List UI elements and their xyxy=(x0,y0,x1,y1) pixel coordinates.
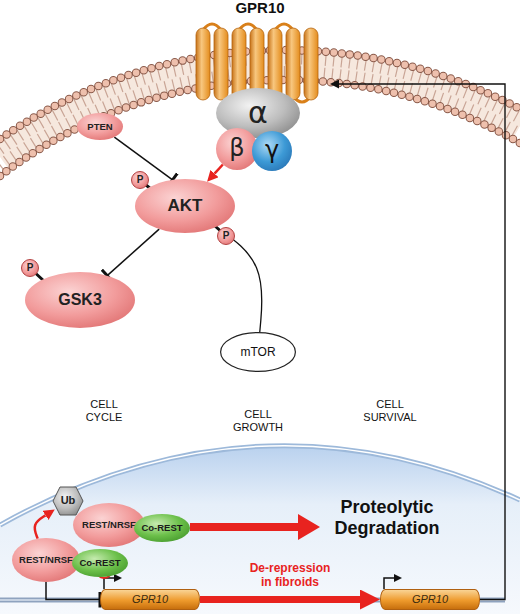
g-beta-subunit-label: β xyxy=(229,136,244,161)
repression-line xyxy=(46,582,100,600)
helix xyxy=(304,28,318,100)
phospho-circle-text: P xyxy=(21,259,39,277)
gene-box-text: GPR10 xyxy=(101,590,199,609)
corest-protein-shape xyxy=(134,514,190,542)
mtor-protein-shape xyxy=(221,333,296,372)
helix xyxy=(196,28,210,100)
akt-protein-label: AKT xyxy=(168,197,203,215)
rest-protein-label: REST/NRSF xyxy=(82,520,136,530)
gene-box: GPR10 xyxy=(100,589,200,610)
g-gamma-subunit-text: γ xyxy=(252,131,292,171)
outcome-label: Proteolytic Degradation xyxy=(322,497,452,538)
rest-protein-shape xyxy=(73,503,145,547)
pten-protein-text: PTEN xyxy=(77,113,123,140)
phospho-circle-label: P xyxy=(27,263,34,274)
nucleus xyxy=(0,446,520,614)
corest-protein-label: Co-REST xyxy=(79,558,120,568)
pten-protein-label: PTEN xyxy=(87,122,112,132)
g-alpha-subunit-label: α xyxy=(248,97,268,129)
degradation-arrowhead xyxy=(298,514,320,540)
ubiquitin-hexagon: Ub xyxy=(52,486,84,516)
process-label: CELL SURVIVAL xyxy=(352,398,428,423)
corest-protein: Co-REST xyxy=(134,514,190,542)
phospho-circle-label: P xyxy=(223,231,230,242)
inhibition-line xyxy=(107,229,159,276)
helix xyxy=(286,28,300,100)
rest-protein-text: REST/NRSF xyxy=(12,538,80,582)
gene-box: GPR10 xyxy=(380,589,480,610)
corest-protein-text: Co-REST xyxy=(72,549,128,577)
akt-protein-text: AKT xyxy=(135,179,235,233)
promoter-arrow xyxy=(104,578,114,589)
gsk3-protein-text: GSK3 xyxy=(25,272,135,328)
pten-protein: PTEN xyxy=(77,113,123,140)
g-beta-subunit: β xyxy=(216,128,258,170)
ubiquitin-hexagon-shape xyxy=(53,487,83,515)
g-gamma-subunit-label: γ xyxy=(265,138,279,163)
pten-protein-shape xyxy=(77,113,123,140)
inhibition-line xyxy=(114,137,172,180)
akt-protein: AKT xyxy=(135,179,235,233)
gene-box-text: GPR10 xyxy=(381,590,479,609)
phospho-circle-text: P xyxy=(217,227,235,245)
rest-protein-shape xyxy=(12,538,80,582)
rest-protein: REST/NRSF xyxy=(12,538,80,582)
mtor-protein-text: mTOR xyxy=(220,332,296,372)
g-beta-subunit-shape xyxy=(216,128,258,170)
g-beta-subunit-text: β xyxy=(216,128,258,170)
promoter-arrow xyxy=(384,578,394,589)
process-label: CELL GROWTH xyxy=(222,408,294,433)
phospho-circle-label: P xyxy=(137,175,144,186)
degradation-arrow xyxy=(190,523,300,531)
gene-box-label: GPR10 xyxy=(412,594,448,606)
mtor-protein-label: mTOR xyxy=(240,346,275,359)
phospho-circle: P xyxy=(21,259,39,277)
activation-arrow xyxy=(215,165,223,174)
corest-protein: Co-REST xyxy=(72,549,128,577)
receptor-label: GPR10 xyxy=(235,0,284,16)
gene-box-label: GPR10 xyxy=(132,594,168,606)
phospho-circle-shape xyxy=(22,260,39,277)
akt-protein-shape xyxy=(135,179,235,233)
mtor-protein: mTOR xyxy=(220,332,296,372)
extracellular-loop xyxy=(203,24,293,30)
nuclear-envelope xyxy=(0,446,520,525)
rest-protein-text: REST/NRSF xyxy=(73,503,145,547)
phospho-circle-shape xyxy=(218,228,235,245)
ubiquitin-hexagon-label: Ub xyxy=(61,495,76,507)
gsk3-protein-label: GSK3 xyxy=(58,292,102,309)
rest-protein-label: REST/NRSF xyxy=(19,555,73,565)
process-label: CELL CYCLE xyxy=(72,398,136,423)
helix xyxy=(232,28,246,100)
g-gamma-subunit-shape xyxy=(252,131,292,171)
ubiquitin-hexagon-text: Ub xyxy=(52,486,84,516)
ubiquitination-arrow xyxy=(35,515,46,538)
corest-protein-shape xyxy=(72,549,128,577)
lipid-heads-outline xyxy=(0,80,520,176)
rest-protein: REST/NRSF xyxy=(73,503,145,547)
corest-protein-text: Co-REST xyxy=(134,514,190,542)
edge-label: De-repression in fibroids xyxy=(244,562,336,590)
lipid-heads xyxy=(0,80,520,176)
phospho-circle: P xyxy=(131,171,149,189)
phospho-circle: P xyxy=(217,227,235,245)
nuclear-envelope-gap xyxy=(0,446,520,525)
helix xyxy=(214,28,228,100)
gsk3-protein: GSK3 xyxy=(25,272,135,328)
gsk3-protein-shape xyxy=(25,272,135,328)
phospho-circle-shape xyxy=(132,172,149,189)
phospho-circle-text: P xyxy=(131,171,149,189)
signal-line xyxy=(216,227,262,332)
g-gamma-subunit: γ xyxy=(252,131,292,171)
corest-protein-label: Co-REST xyxy=(141,523,182,533)
derepression-arrow xyxy=(200,596,360,603)
